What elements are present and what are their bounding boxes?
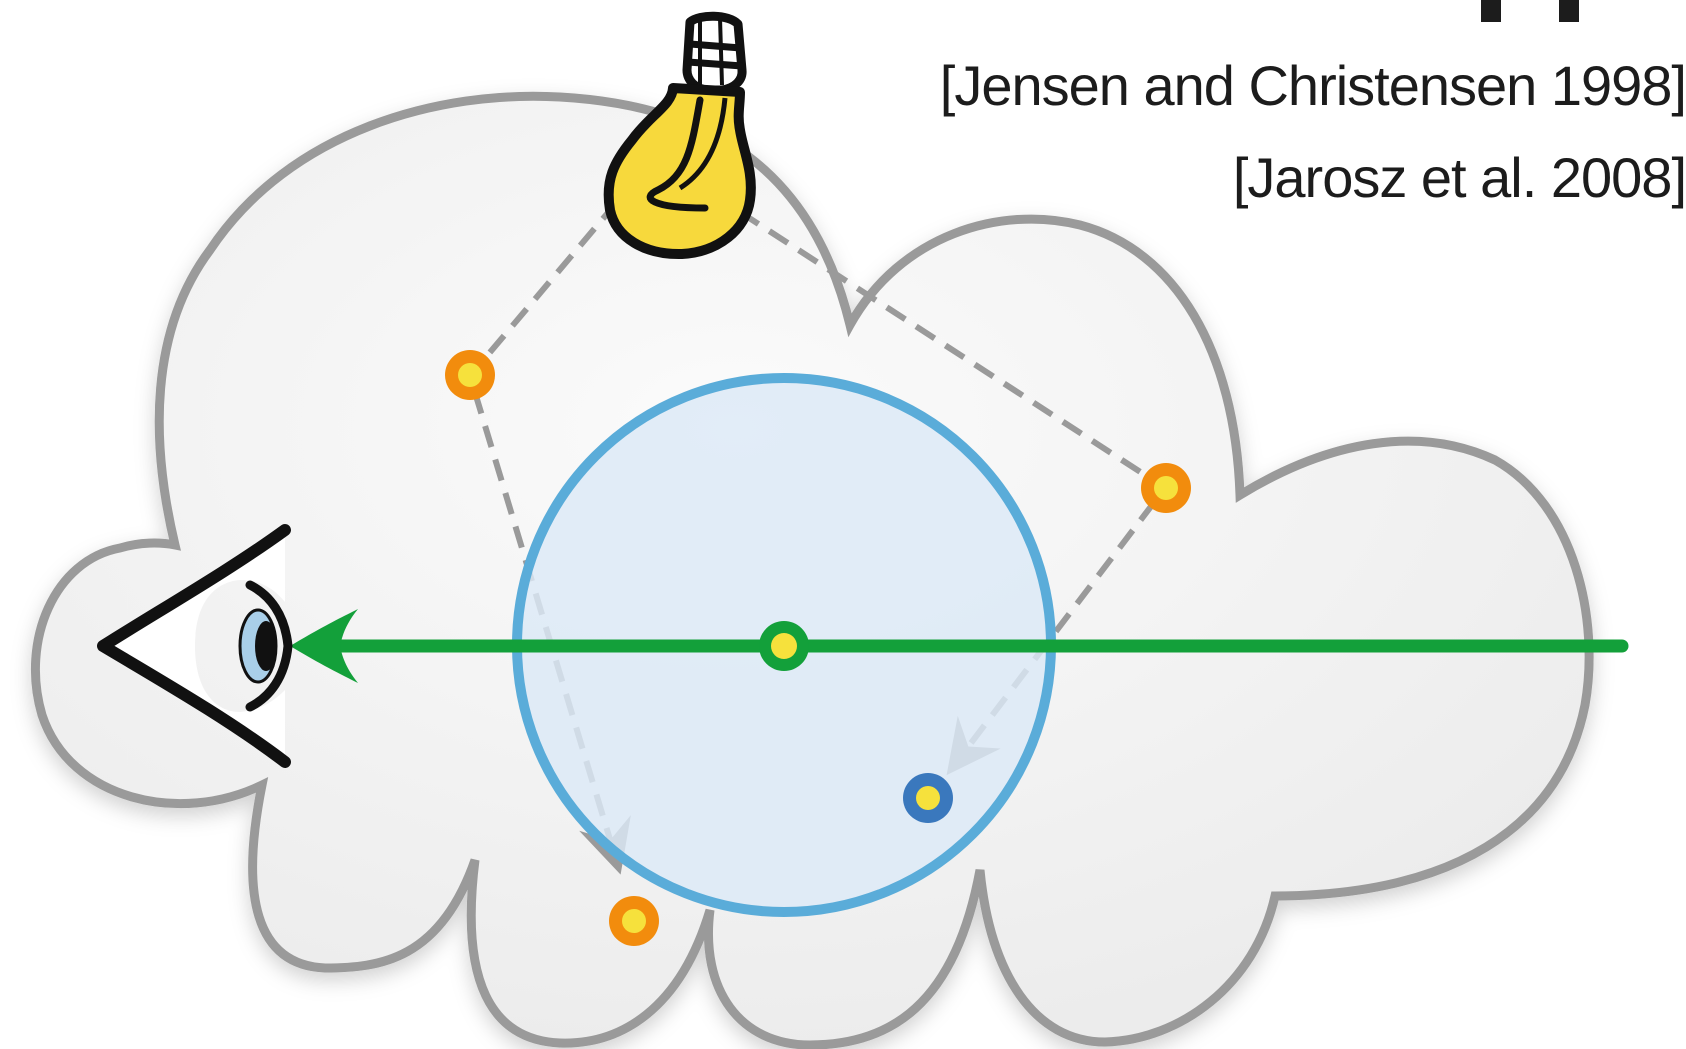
- title-fragment: [1471, 0, 1591, 22]
- gathered-photon: [903, 773, 953, 823]
- photon: [609, 896, 659, 946]
- citation-jensen-christensen: [Jensen and Christensen 1998]: [939, 54, 1686, 117]
- citation-jarosz: [Jarosz et al. 2008]: [1232, 146, 1686, 209]
- photon: [445, 350, 495, 400]
- eye-icon: [97, 524, 293, 768]
- query-point: [759, 621, 809, 671]
- eye-ray-arrowhead: [290, 609, 358, 683]
- photon: [1141, 463, 1191, 513]
- light-bulb-icon: [603, 11, 756, 260]
